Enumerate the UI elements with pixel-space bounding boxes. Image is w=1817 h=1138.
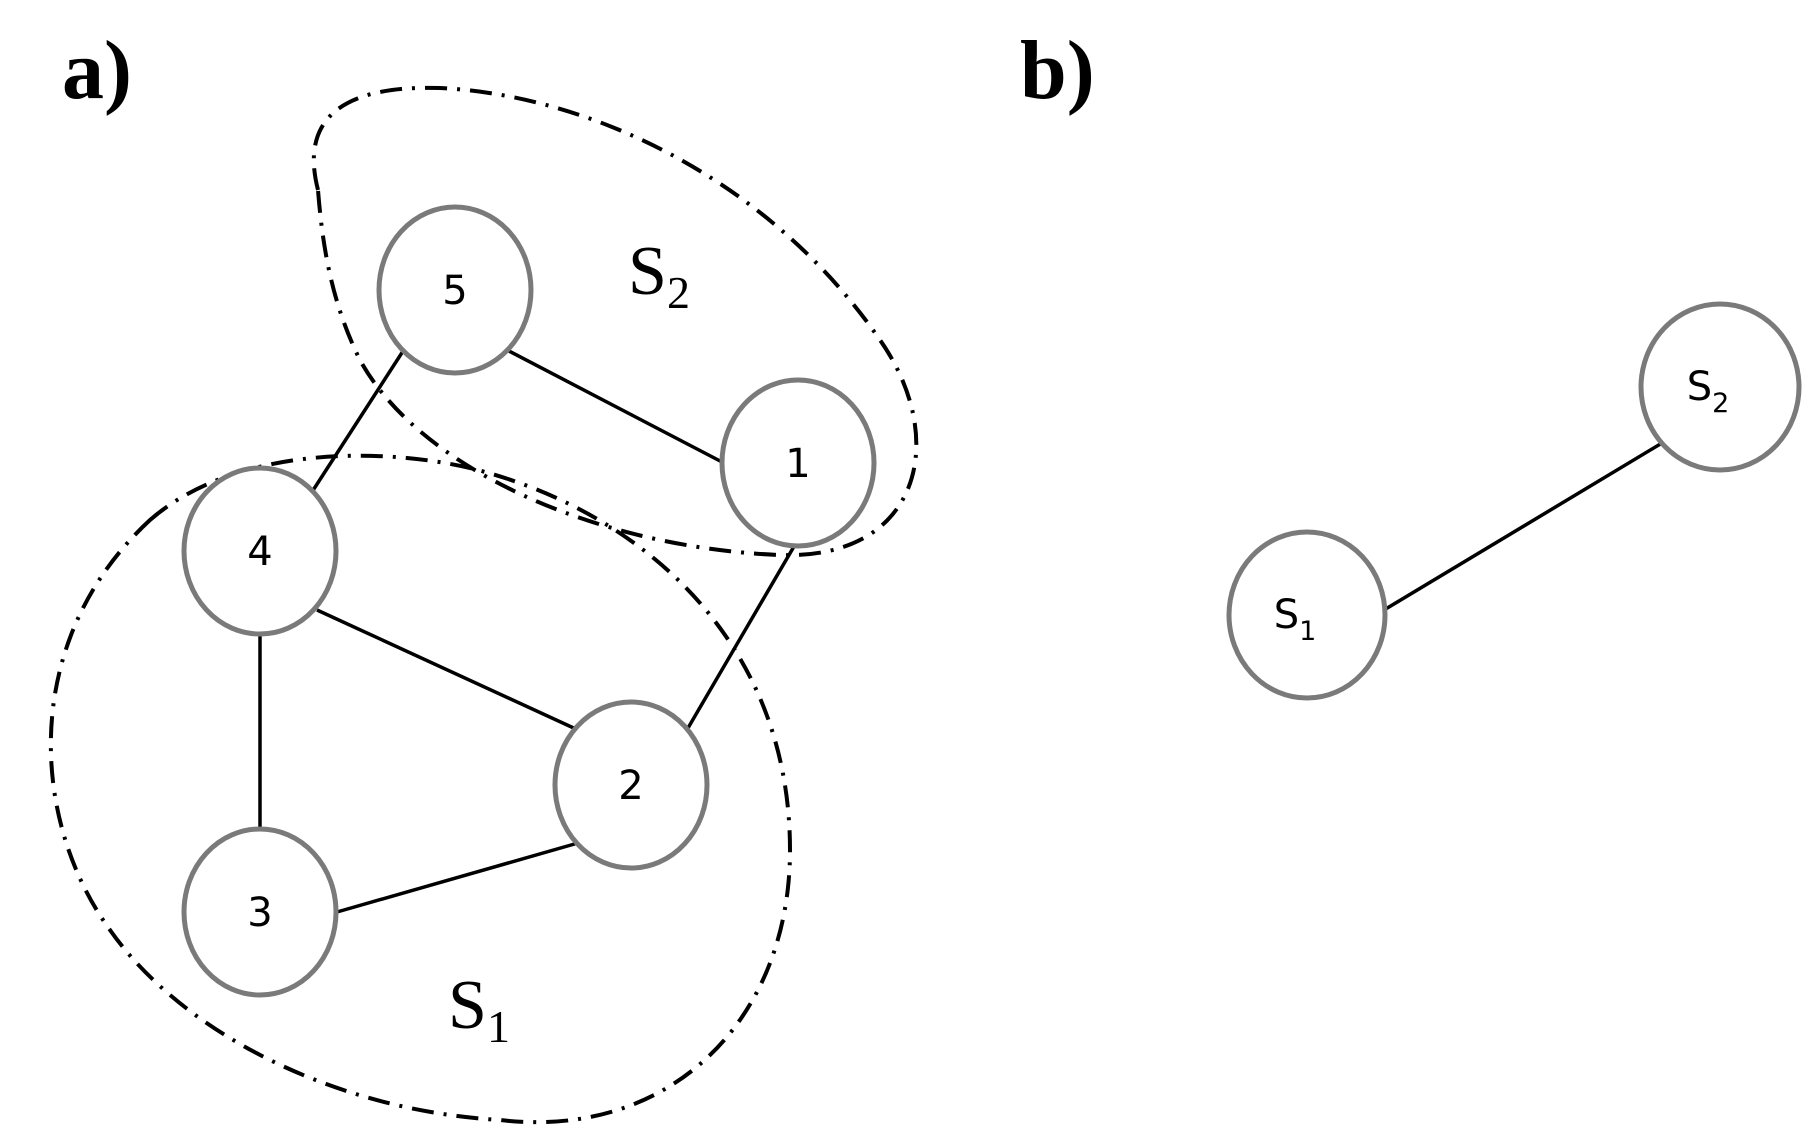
node-s1: S1 [1226,529,1388,701]
node-4-label: 4 [247,529,272,575]
edge-3-2 [336,841,579,914]
node-4: 4 [181,465,339,637]
community-s1-label: S1 [448,967,510,1052]
edge-5-1 [506,348,723,464]
node-s2: S2 [1638,301,1802,473]
community-s2-boundary [311,85,919,558]
edge-2-1 [686,542,798,729]
community-s2-label: S2 [628,233,690,318]
node-2-label: 2 [618,763,643,809]
node-s1-label: S1 [1274,592,1317,647]
panel-b-label: b) [1020,24,1095,117]
edge-5-4 [308,347,407,496]
node-3-label: 3 [247,890,272,936]
edge-4-2 [316,608,579,732]
node-2: 2 [552,699,710,871]
node-3: 3 [181,826,339,998]
community-s1-boundary [48,453,793,1125]
node-s2-label: S2 [1687,364,1730,419]
node-5: 5 [376,204,534,376]
node-1-label: 1 [785,441,810,487]
panel-a-label: a) [62,24,132,117]
node-1: 1 [719,377,877,549]
node-5-label: 5 [442,268,467,314]
edge-s1-s2 [1383,438,1668,612]
